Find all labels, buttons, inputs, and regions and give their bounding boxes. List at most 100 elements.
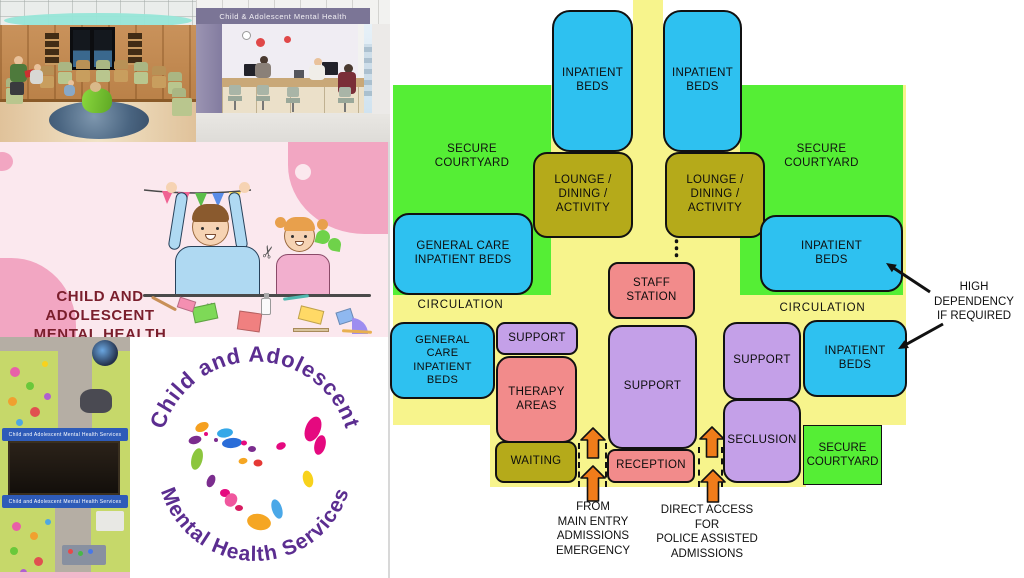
svg-text:Child and Adolescent: Child and Adolescent xyxy=(145,345,365,432)
overhead-sign: Child & Adolescent Mental Health xyxy=(196,8,370,24)
camhs-logo: Child and Adolescent Mental Health Servi… xyxy=(130,337,390,578)
room-inpatient-beds-top-right: INPATIENT BEDS xyxy=(663,10,742,152)
office-chair xyxy=(256,85,270,110)
office-chair xyxy=(286,87,300,112)
blob-notch xyxy=(295,164,311,180)
mural-figure xyxy=(8,397,17,406)
printer xyxy=(294,70,304,78)
window-frame xyxy=(358,24,364,118)
bottom-strip xyxy=(0,572,130,578)
desk-counter xyxy=(222,78,364,87)
chair-shape xyxy=(152,76,166,88)
mural-banner-text: Child and Adolescent Mental Health Servi… xyxy=(8,431,122,438)
staff-head xyxy=(260,56,268,64)
mural-figure xyxy=(30,407,40,417)
room-support-right: SUPPORT xyxy=(723,322,801,400)
child-torso xyxy=(30,70,43,84)
zone-label: SECURE COURTYARD xyxy=(806,441,879,468)
boy-eye xyxy=(216,227,219,230)
craft-paper xyxy=(236,310,263,333)
toy xyxy=(90,82,101,92)
entry-gap-police xyxy=(698,447,723,487)
boy-hand xyxy=(239,182,250,193)
mural-figure xyxy=(42,361,48,367)
note-from-main-entry: FROM MAIN ENTRY ADMISSIONS EMERGENCY xyxy=(555,501,631,558)
mural-figure xyxy=(10,367,20,377)
computer-monitor xyxy=(322,62,338,75)
room-lounge-dining-activity-left: LOUNGE / DINING / ACTIVITY xyxy=(533,152,633,238)
note-direct-access: DIRECT ACCESS FOR POLICE ASSISTED ADMISS… xyxy=(656,504,758,561)
table-item xyxy=(78,551,83,556)
floor xyxy=(196,113,390,142)
glue-bottle xyxy=(261,298,271,315)
ruler xyxy=(293,328,329,332)
room-label: SUPPORT xyxy=(623,380,682,393)
girl-torso xyxy=(276,254,330,296)
teal-cove-light xyxy=(4,13,192,28)
scissors-icon: ✂ xyxy=(257,242,280,262)
room-label: LOUNGE / DINING / ACTIVITY xyxy=(686,174,744,214)
bookshelf xyxy=(128,33,142,65)
room-inpatient-beds-high-dependency-lower: INPATIENT BEDS xyxy=(803,320,907,397)
seat-object xyxy=(80,389,112,413)
child-torso xyxy=(64,85,75,96)
room-label: LOUNGE / DINING / ACTIVITY xyxy=(554,174,612,214)
mural-figure xyxy=(34,557,43,566)
bookshelf xyxy=(45,33,59,65)
label-circulation-left: CIRCULATION xyxy=(417,299,504,311)
armchair-shape xyxy=(172,98,192,116)
boy-hair xyxy=(192,204,229,222)
zone-label: SECURE COURTYARD xyxy=(784,143,859,170)
chair-shape xyxy=(96,70,110,82)
table-item xyxy=(68,549,73,554)
person-legs xyxy=(10,82,24,95)
office-chair xyxy=(228,85,242,110)
girl-eye xyxy=(304,235,307,238)
glue-cap xyxy=(264,293,269,299)
craft-paper xyxy=(297,305,325,325)
mural-banner: Child and Adolescent Mental Health Servi… xyxy=(2,495,128,508)
mural-figure xyxy=(16,419,23,426)
photo-reception-office: Child & Adolescent Mental Health xyxy=(196,0,390,142)
staff-head xyxy=(314,58,322,66)
window-mullion xyxy=(90,27,94,70)
room-general-care-inpatient-beds-upper: GENERAL CARE INPATIENT BEDS xyxy=(393,213,533,295)
room-inpatient-beds-top-left: INPATIENT BEDS xyxy=(552,10,633,152)
photo-corridor-murals: Child and Adolescent Mental Health Servi… xyxy=(0,337,130,578)
girl-smile xyxy=(295,241,304,246)
room-label: INPATIENT BEDS xyxy=(671,67,734,93)
mural-figure xyxy=(45,519,51,525)
zone-secure-courtyard-small: SECURE COURTYARD xyxy=(803,425,882,485)
chair-shape xyxy=(134,72,148,84)
panel-divider xyxy=(388,142,390,578)
room-label: GENERAL CARE INPATIENT BEDS xyxy=(414,240,512,266)
person-torso xyxy=(10,64,27,82)
photo-waiting-room xyxy=(0,0,196,142)
room-seclusion: SECLUSION xyxy=(723,399,801,483)
room-label: GENERAL CARE INPATIENT BEDS xyxy=(413,334,472,386)
chair-shape xyxy=(76,70,90,82)
mural-banner: Child and Adolescent Mental Health Servi… xyxy=(2,428,128,441)
room-label: RECEPTION xyxy=(616,459,686,472)
mural-figure xyxy=(10,547,18,555)
room-waiting: WAITING xyxy=(495,441,577,483)
side-door xyxy=(372,24,390,114)
office-chair xyxy=(338,87,354,112)
play-table xyxy=(62,545,106,565)
adjacency-diagram: SECURE COURTYARD SECURE COURTYARD INPATI… xyxy=(390,0,1024,578)
dark-doorway xyxy=(8,441,120,495)
child-head xyxy=(34,64,41,71)
girl-hair xyxy=(284,217,315,231)
mural-figure xyxy=(26,382,34,390)
banner-child-adolescent: CHILD AND ADOLESCENT MENTAL HEALTH ✂ xyxy=(0,142,390,337)
floor-strip xyxy=(55,508,91,578)
child-head xyxy=(68,80,74,86)
banner-title: CHILD AND ADOLESCENT MENTAL HEALTH xyxy=(33,288,167,337)
note-high-dependency: HIGH DEPENDENCY IF REQUIRED xyxy=(934,281,1014,323)
wall-clock xyxy=(242,31,251,40)
overhead-sign-text: Child & Adolescent Mental Health xyxy=(219,11,347,21)
wall-board xyxy=(96,511,124,531)
room-label: SUPPORT xyxy=(733,354,791,367)
boy-eye xyxy=(201,227,204,230)
